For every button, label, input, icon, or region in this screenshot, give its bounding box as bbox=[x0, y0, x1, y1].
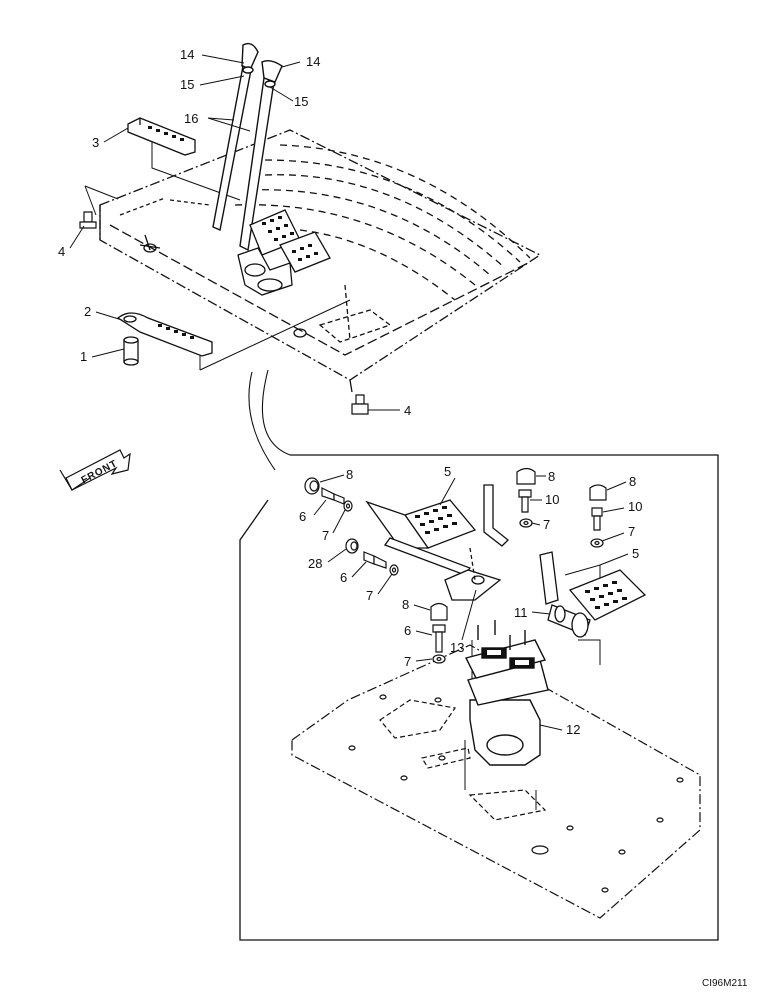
callout-14-right: 14 bbox=[306, 54, 320, 69]
callout-5-right: 5 bbox=[632, 546, 639, 561]
footrest-part-3 bbox=[127, 117, 196, 156]
callout-7-a: 7 bbox=[322, 528, 329, 543]
callout-15-right: 15 bbox=[294, 94, 308, 109]
washer-part-7-b bbox=[389, 564, 399, 576]
callout-10-b: 10 bbox=[628, 499, 642, 514]
callout-6-c: 6 bbox=[404, 623, 411, 638]
washer-part-7-e bbox=[432, 654, 446, 664]
washer-part-7-d bbox=[590, 538, 604, 548]
cap-part-8-c bbox=[589, 484, 607, 501]
callout-3: 3 bbox=[92, 135, 99, 150]
cap-part-8-a bbox=[304, 477, 320, 495]
callout-4-left: 4 bbox=[58, 244, 65, 259]
front-arrow: FRONT bbox=[59, 449, 131, 491]
callout-13: 13 bbox=[450, 640, 464, 655]
callout-6-a: 6 bbox=[299, 509, 306, 524]
callout-5-left: 5 bbox=[444, 464, 451, 479]
detail-frame bbox=[239, 454, 719, 941]
drawing-code: CI96M211 bbox=[702, 978, 748, 989]
callout-7-e: 7 bbox=[404, 654, 411, 669]
callout-4-bottom: 4 bbox=[404, 403, 411, 418]
floor-plate-lower bbox=[291, 644, 701, 919]
callout-leaders-detail bbox=[313, 474, 629, 731]
callout-1: 1 bbox=[80, 349, 87, 364]
bolt-part-10-b bbox=[591, 507, 603, 531]
leader-lines-upper bbox=[84, 134, 351, 371]
callout-14-left: 14 bbox=[180, 47, 194, 62]
pedal-shaft-part-11 bbox=[547, 604, 591, 638]
callout-12: 12 bbox=[566, 722, 580, 737]
pedal-part-5-right bbox=[539, 551, 647, 621]
callout-8-b: 8 bbox=[548, 469, 555, 484]
bolt-part-6-c bbox=[432, 624, 446, 653]
pin-part-1 bbox=[123, 336, 139, 366]
callout-leaders-upper bbox=[69, 54, 400, 411]
bolt-part-6-b bbox=[363, 551, 387, 569]
callout-28: 28 bbox=[308, 556, 322, 571]
lever-rod-part-13 bbox=[444, 484, 509, 601]
callout-15-left: 15 bbox=[180, 77, 194, 92]
callout-7-c: 7 bbox=[543, 517, 550, 532]
callout-8-d: 8 bbox=[402, 597, 409, 612]
bolt-part-10-a bbox=[518, 489, 532, 513]
callout-2: 2 bbox=[84, 304, 91, 319]
callout-7-d: 7 bbox=[628, 524, 635, 539]
cap-part-8-d bbox=[430, 602, 448, 621]
bushing-part-28 bbox=[345, 538, 359, 554]
washer-part-7-c bbox=[519, 518, 533, 528]
pedal-part-5-left bbox=[365, 499, 477, 576]
pedals-upper bbox=[237, 209, 331, 296]
callout-8-a: 8 bbox=[346, 467, 353, 482]
callout-8-c: 8 bbox=[629, 474, 636, 489]
detail-connector bbox=[248, 369, 291, 471]
washer-part-7-a bbox=[343, 500, 353, 512]
callout-6-b: 6 bbox=[340, 570, 347, 585]
cap-part-8-b bbox=[516, 467, 536, 485]
callout-16: 16 bbox=[184, 111, 198, 126]
bolt-part-4-left bbox=[79, 211, 97, 229]
rest-bracket-part-2 bbox=[116, 312, 213, 357]
callout-7-b: 7 bbox=[366, 588, 373, 603]
floor-plate-upper bbox=[99, 129, 542, 393]
bolt-part-4-bottom bbox=[351, 394, 369, 415]
callout-11: 11 bbox=[514, 605, 528, 620]
callout-10-a: 10 bbox=[545, 492, 559, 507]
control-levers bbox=[212, 42, 283, 252]
pilot-valve-part-12 bbox=[464, 620, 549, 766]
